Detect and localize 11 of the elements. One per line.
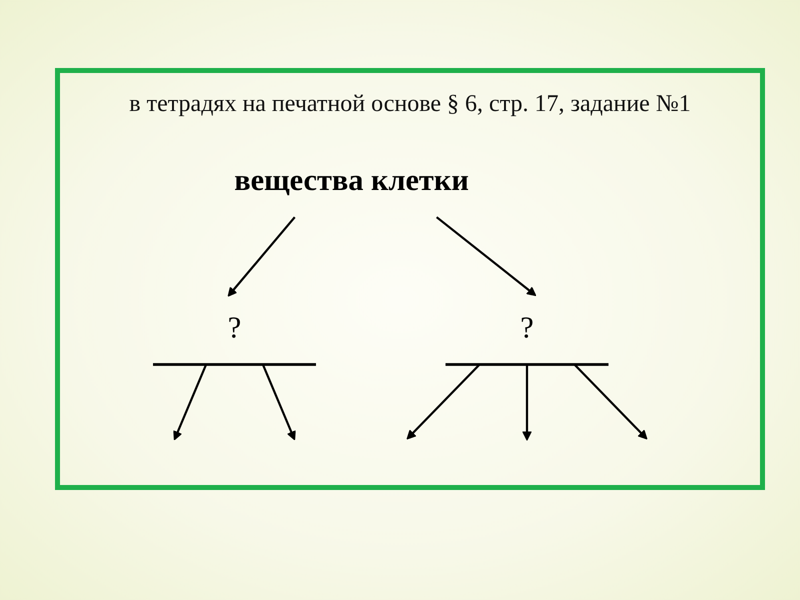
arrow [574,364,648,440]
arrow [522,364,532,441]
arrow [173,364,208,440]
fill-in-line: ? [153,311,316,366]
node-text: вещества клетки [234,164,469,198]
arrow [228,216,296,297]
title-text: в тетрадях на печатной основе § 6, стр. 17, задание №1 [129,91,691,118]
arrow [406,364,480,440]
arrow [436,216,536,296]
arrow [262,364,296,440]
fill-in-line: ? [446,311,608,366]
